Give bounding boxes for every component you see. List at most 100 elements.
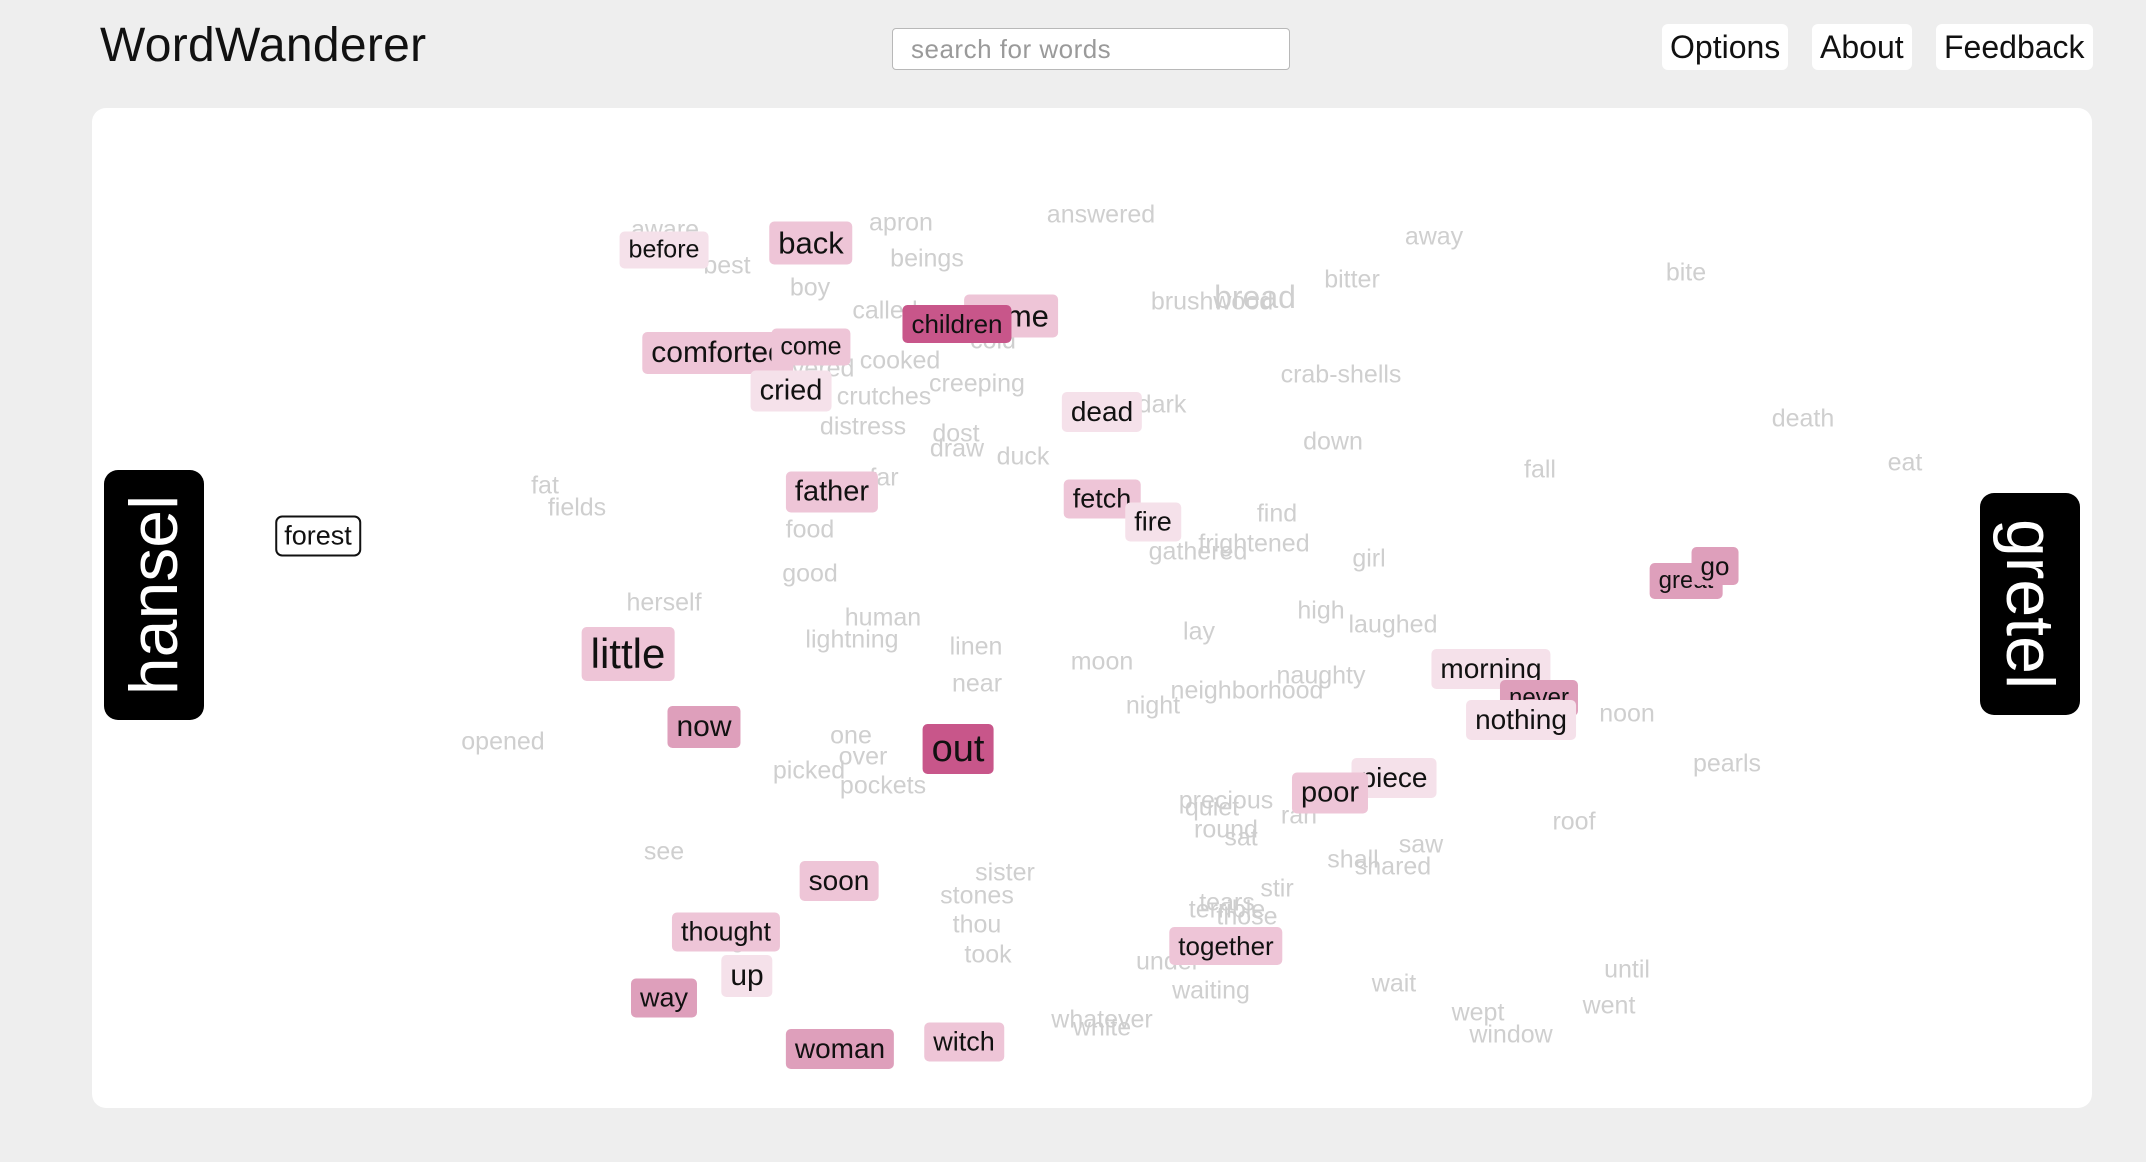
word-wait[interactable]: wait [1371,969,1417,998]
word-food[interactable]: food [785,515,835,544]
feedback-button[interactable]: Feedback [1936,24,2093,70]
word-gathered[interactable]: gathered [1148,537,1248,566]
word-precious[interactable]: precious [1178,786,1274,815]
word-brushwood[interactable]: brushwood [1150,287,1274,316]
word-picked[interactable]: picked [772,756,846,785]
word-soon[interactable]: soon [799,861,879,901]
word-good[interactable]: good [782,559,838,588]
word-stir[interactable]: stir [1260,874,1294,903]
word-find[interactable]: find [1256,499,1298,528]
word-terrible[interactable]: terrible [1188,895,1266,924]
word-linen[interactable]: linen [949,632,1003,661]
word-woman[interactable]: woman [785,1029,895,1069]
word-dead[interactable]: dead [1061,392,1143,432]
word-thought[interactable]: thought [671,912,781,952]
word-shall[interactable]: shall [1327,845,1379,874]
word-crab-shells[interactable]: crab-shells [1280,360,1402,389]
word-crutches[interactable]: crutches [836,382,932,411]
word-away[interactable]: away [1404,222,1464,251]
word-moon[interactable]: moon [1070,647,1134,676]
word-waiting[interactable]: waiting [1172,976,1250,1005]
word-until[interactable]: until [1604,955,1650,984]
word-naughty[interactable]: naughty [1276,661,1366,690]
word-distress[interactable]: distress [819,412,907,441]
word-thou[interactable]: thou [952,910,1002,939]
word-come[interactable]: come [771,328,851,366]
word-little[interactable]: little [581,627,675,681]
word-draw[interactable]: draw [929,434,985,463]
word-girl[interactable]: girl [1352,544,1386,573]
word-fetch[interactable]: fetch [1063,479,1141,519]
word-dark[interactable]: dark [1137,390,1187,419]
word-pearls[interactable]: pearls [1692,749,1762,778]
word-before[interactable]: before [619,231,709,269]
word-bite[interactable]: bite [1665,258,1707,287]
word-now[interactable]: now [667,706,741,748]
word-wept[interactable]: wept [1451,998,1505,1027]
word-neighborhood[interactable]: neighborhood [1170,676,1324,705]
word-lay[interactable]: lay [1183,617,1215,646]
search-input[interactable] [892,28,1290,70]
word-comforted[interactable]: comforted [642,332,794,374]
word-apron[interactable]: apron [869,208,933,237]
word-poor[interactable]: poor [1291,772,1369,814]
word-sister[interactable]: sister [975,858,1035,887]
word-white[interactable]: white [1072,1013,1132,1042]
options-button[interactable]: Options [1662,24,1789,70]
word-night[interactable]: night [1125,691,1181,720]
word-fat[interactable]: fat [531,471,559,500]
word-duck[interactable]: duck [996,442,1050,471]
word-lightning[interactable]: lightning [805,625,899,654]
word-way[interactable]: way [630,978,698,1018]
word-bitter[interactable]: bitter [1324,265,1380,294]
word-tears[interactable]: tears [1199,888,1255,917]
word-go[interactable]: go [1691,547,1739,585]
word-dost[interactable]: dost [932,419,980,448]
word-opened[interactable]: opened [461,727,545,756]
word-saw[interactable]: saw [1398,830,1444,859]
pole-left-hansel[interactable]: hansel [104,470,204,720]
word-cooked[interactable]: cooked [859,346,941,375]
word-back[interactable]: back [769,221,853,265]
word-witch[interactable]: witch [924,1022,1004,1062]
word-one[interactable]: one [830,721,872,750]
word-nothing[interactable]: nothing [1466,700,1576,740]
word-those[interactable]: those [1216,902,1278,931]
word-fire[interactable]: fire [1125,502,1181,542]
word-out[interactable]: out [922,724,994,774]
word-death[interactable]: death [1771,404,1835,433]
word-laughed[interactable]: laughed [1348,610,1438,639]
word-bread[interactable]: bread [1214,279,1296,315]
word-went[interactable]: went [1582,991,1636,1020]
word-fall[interactable]: fall [1524,455,1556,484]
word-high[interactable]: high [1297,596,1345,625]
word-up[interactable]: up [721,955,773,997]
word-quiet[interactable]: quiet [1184,793,1240,822]
word-pockets[interactable]: pockets [839,771,927,800]
word-over[interactable]: over [838,742,888,771]
word-father[interactable]: father [785,471,879,513]
word-children[interactable]: children [902,305,1012,343]
word-round[interactable]: round [1194,815,1258,844]
word-boy[interactable]: boy [789,273,831,302]
word-beings[interactable]: beings [890,244,964,273]
word-answered[interactable]: answered [1046,200,1156,229]
word-down[interactable]: down [1303,427,1363,456]
word-see[interactable]: see [643,837,685,866]
word-shared[interactable]: shared [1354,852,1432,881]
word-whatever[interactable]: whatever [1051,1005,1153,1034]
word-window[interactable]: window [1469,1020,1553,1049]
word-canvas[interactable] [92,108,2092,1108]
word-frightened[interactable]: frightened [1198,529,1310,558]
word-fields[interactable]: fields [547,493,607,522]
word-forest[interactable]: forest [275,515,361,557]
word-cried[interactable]: cried [750,370,832,412]
word-took[interactable]: took [964,940,1012,969]
about-button[interactable]: About [1812,24,1912,70]
word-eat[interactable]: eat [1887,448,1923,477]
word-stones[interactable]: stones [940,881,1014,910]
word-near[interactable]: near [951,669,1003,698]
word-noon[interactable]: noon [1599,699,1655,728]
word-human[interactable]: human [844,603,922,632]
word-creeping[interactable]: creeping [929,369,1025,398]
